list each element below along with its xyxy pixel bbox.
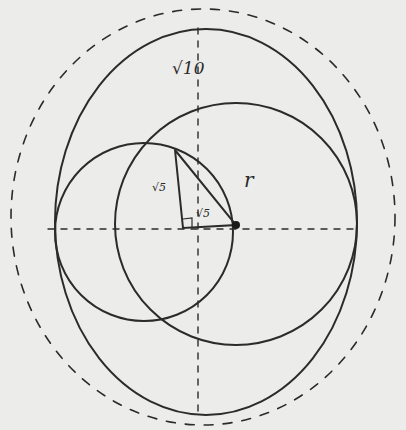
center-dot [232, 221, 240, 229]
left-circle [55, 143, 233, 321]
vertical-axis [197, 28, 198, 415]
horizontal-axis [48, 228, 358, 229]
side-label: √5 [152, 182, 166, 193]
length-label: √10 [172, 60, 204, 77]
dashed-outer-ellipse [11, 9, 395, 425]
radius-label: r [244, 170, 254, 190]
right-circle [115, 103, 357, 345]
side-label: √5 [196, 208, 210, 219]
right-triangle [175, 150, 236, 228]
large-ellipse [55, 29, 357, 415]
right-angle-mark [183, 218, 192, 227]
